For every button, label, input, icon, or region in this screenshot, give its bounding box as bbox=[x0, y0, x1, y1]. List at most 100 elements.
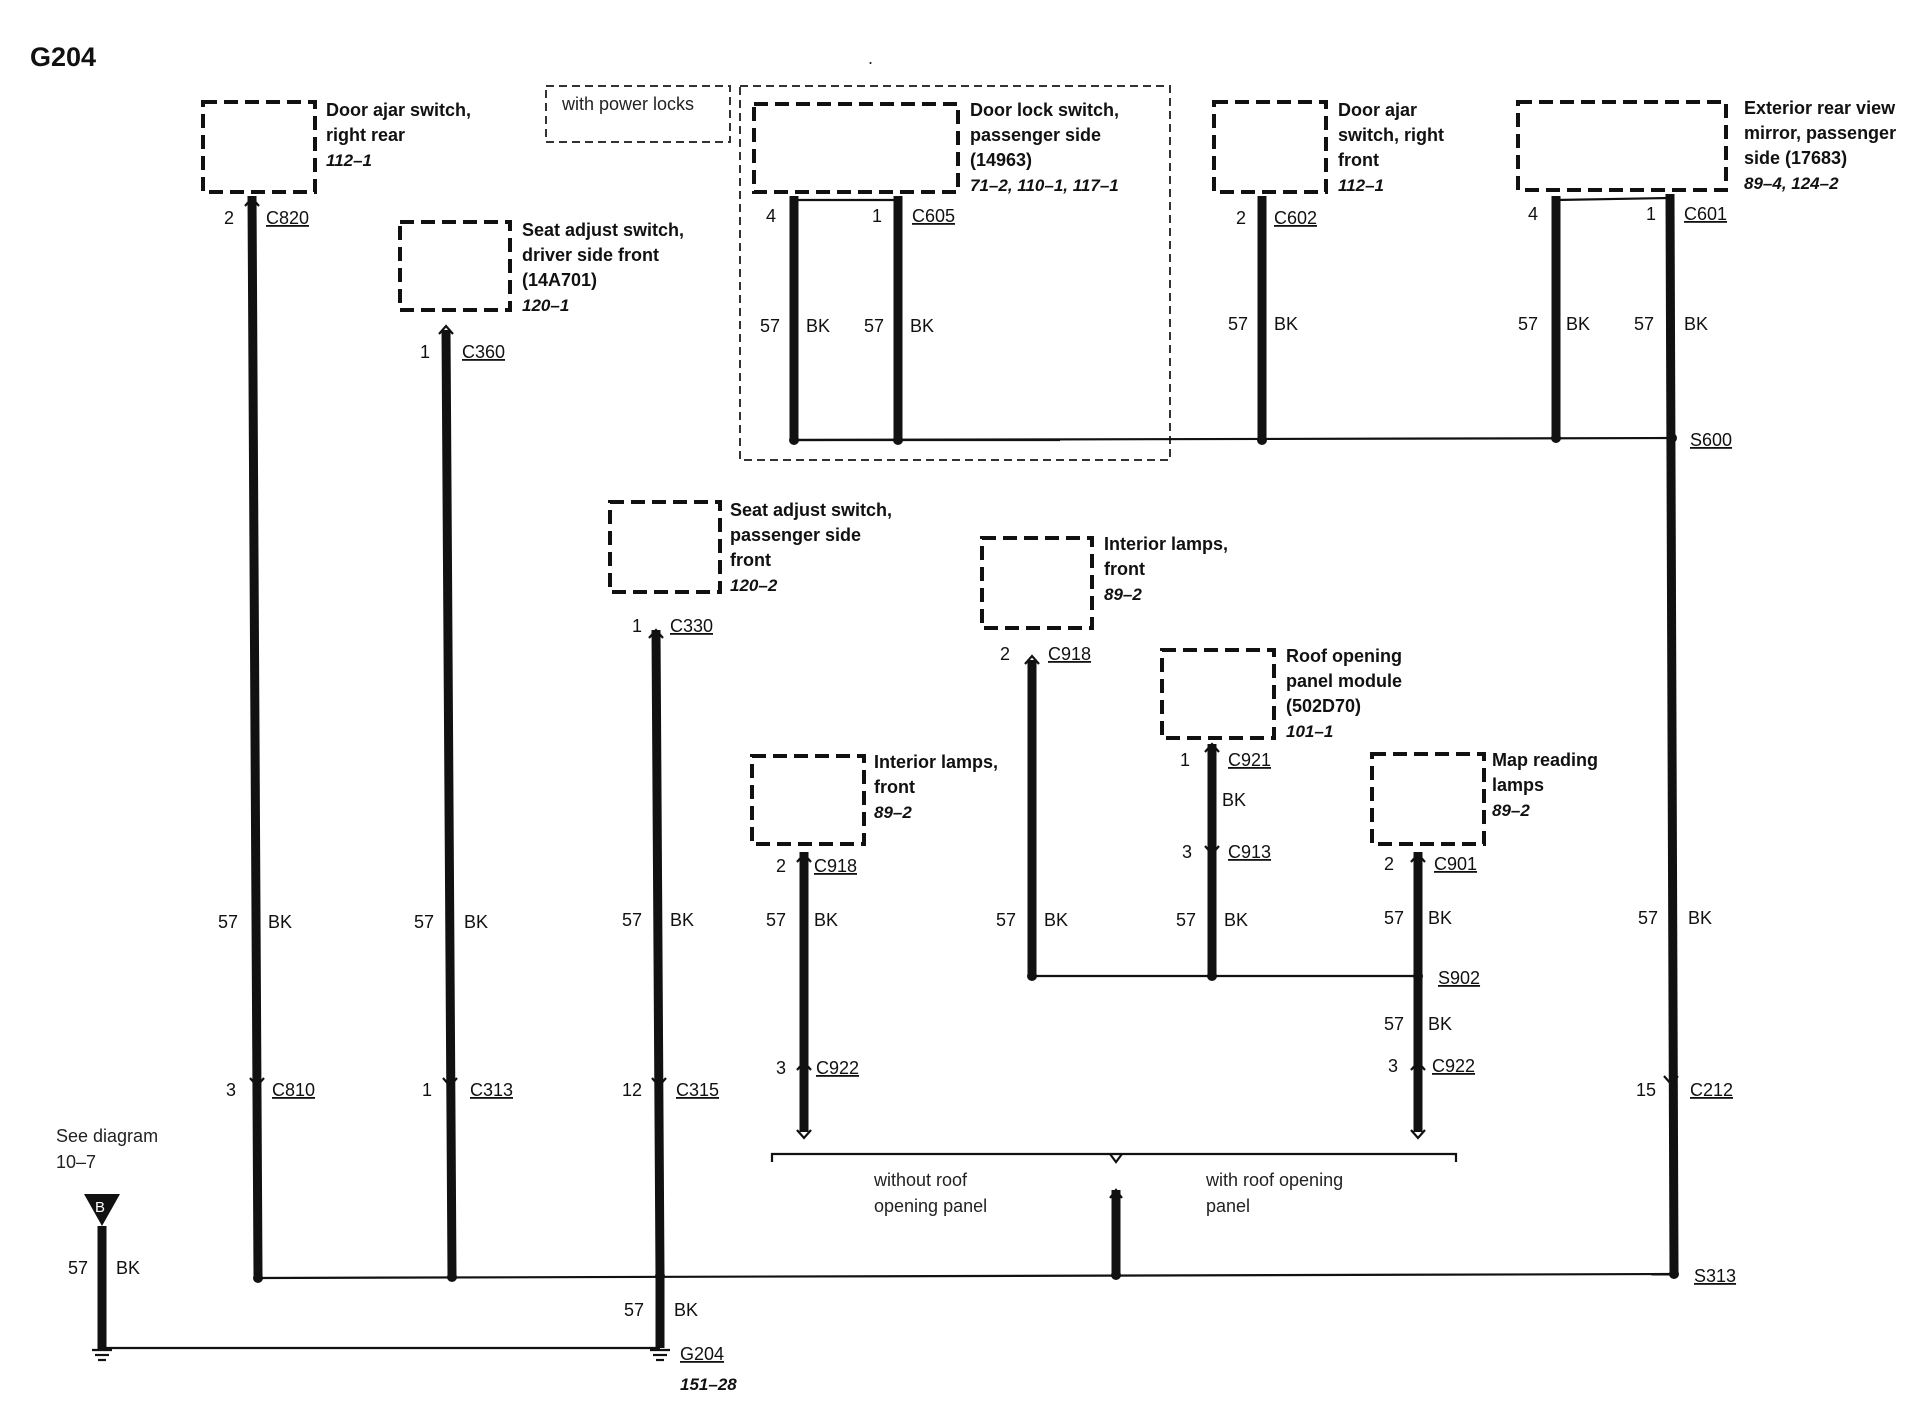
power-locks-region bbox=[739, 85, 1171, 461]
wire-label-circuit: 57 bbox=[414, 912, 434, 932]
mirror-ref: 89–4, 124–2 bbox=[1744, 174, 1839, 193]
exterior-mirror-passenger-box bbox=[1516, 100, 1728, 192]
wire-label-color: BK bbox=[1428, 1014, 1452, 1034]
seat-adj-driver-label-1: Seat adjust switch, bbox=[522, 220, 684, 240]
wire-label-circuit: 57 bbox=[864, 316, 884, 336]
variant-bracket-notch bbox=[1109, 1153, 1123, 1164]
ground-g204-label: G204 bbox=[680, 1344, 724, 1364]
connector-c918-lower: C918 bbox=[814, 856, 857, 876]
wire-door-ajar-rr bbox=[247, 195, 263, 1277]
pin-c901: 2 bbox=[1384, 854, 1394, 874]
option-label: with power locks bbox=[561, 94, 694, 114]
offpage-b-letter: B bbox=[95, 1199, 105, 1216]
variant-bracket bbox=[770, 1152, 1458, 1162]
pin-c918-lower: 2 bbox=[776, 856, 786, 876]
wire-label-circuit: 57 bbox=[1634, 314, 1654, 334]
connector-c921: C921 bbox=[1228, 750, 1271, 770]
door-lock-label-1: Door lock switch, bbox=[970, 100, 1119, 120]
offpage-b-badge bbox=[84, 1194, 120, 1226]
wire-label-circuit: 57 bbox=[624, 1300, 644, 1320]
int-lamps-lower-ref: 89–2 bbox=[874, 803, 912, 822]
wire-label-circuit: 57 bbox=[218, 912, 238, 932]
mirror-label-1: Exterior rear view bbox=[1744, 98, 1896, 118]
door-ajar-rr-label-2: right rear bbox=[326, 125, 405, 145]
wire-label-circuit: 57 bbox=[1384, 908, 1404, 928]
seat-adj-driver-ref: 120–1 bbox=[522, 296, 569, 315]
wire-seat-adj-driver bbox=[441, 329, 457, 1277]
pin-c918-upper: 2 bbox=[1000, 644, 1010, 664]
int-lamps-lower-label-1: Interior lamps, bbox=[874, 752, 998, 772]
pin-c313: 1 bbox=[422, 1080, 432, 1100]
roof-module-label-3: (502D70) bbox=[1286, 696, 1361, 716]
splice-s902: S902 bbox=[1438, 968, 1480, 988]
pin-c922-left: 3 bbox=[776, 1058, 786, 1078]
pin-c212: 15 bbox=[1636, 1080, 1656, 1100]
wire-label-circuit: 57 bbox=[68, 1258, 88, 1278]
wire-mirror-pin1 bbox=[1665, 193, 1679, 1273]
wire-label-color: BK bbox=[674, 1300, 698, 1320]
pin-c605-b: 1 bbox=[872, 206, 882, 226]
connector-c602: C602 bbox=[1274, 208, 1317, 228]
wire-label-color: BK bbox=[464, 912, 488, 932]
wire-label-circuit: 57 bbox=[996, 910, 1016, 930]
connector-c922-right: C922 bbox=[1432, 1056, 1475, 1076]
mirror-label-2: mirror, passenger bbox=[1744, 123, 1896, 143]
wire-label-circuit: 57 bbox=[760, 316, 780, 336]
door-ajar-rf-label-3: front bbox=[1338, 150, 1379, 170]
option-box bbox=[545, 85, 731, 143]
wire-label-circuit: 57 bbox=[1228, 314, 1248, 334]
wire-label-color: BK bbox=[1566, 314, 1590, 334]
roof-opening-panel-module-box bbox=[1160, 648, 1276, 740]
map-reading-lamps-box bbox=[1370, 752, 1486, 846]
connector-c605: C605 bbox=[912, 206, 955, 226]
connector-c360: C360 bbox=[462, 342, 505, 362]
wire-label-circuit: 57 bbox=[622, 910, 642, 930]
connector-c313: C313 bbox=[470, 1080, 513, 1100]
interior-lamps-front-upper-box bbox=[980, 536, 1094, 630]
door-ajar-rf-ref: 112–1 bbox=[1338, 176, 1384, 195]
wire-label-color: BK bbox=[1224, 910, 1248, 930]
connector-c212: C212 bbox=[1690, 1080, 1733, 1100]
pin-c921: 1 bbox=[1180, 750, 1190, 770]
pin-c315: 12 bbox=[622, 1080, 642, 1100]
wire-label-color: BK bbox=[806, 316, 830, 336]
wire-label-color: BK bbox=[268, 912, 292, 932]
connector-c605-bridge bbox=[794, 198, 898, 204]
wire-label-color: BK bbox=[1428, 908, 1452, 928]
door-ajar-rf-label-1: Door ajar bbox=[1338, 100, 1417, 120]
bus-s313 bbox=[257, 1272, 1675, 1280]
wire-label-circuit: 57 bbox=[766, 910, 786, 930]
roof-module-label-1: Roof opening bbox=[1286, 646, 1402, 666]
see-diagram-line2: 10–7 bbox=[56, 1152, 96, 1172]
pin-c602: 2 bbox=[1236, 208, 1246, 228]
connector-c918-upper: C918 bbox=[1048, 644, 1091, 664]
splice-s600: S600 bbox=[1690, 430, 1732, 450]
wire-seat-adj-pass bbox=[651, 629, 665, 1277]
connector-c820: C820 bbox=[266, 208, 309, 228]
wire-label-color: BK bbox=[814, 910, 838, 930]
connector-c601-bridge bbox=[1555, 196, 1671, 202]
pin-c605-a: 4 bbox=[766, 206, 776, 226]
seat-adjust-driver-box bbox=[398, 220, 512, 312]
ground-symbol-left bbox=[92, 1348, 112, 1362]
ground-symbol-g204 bbox=[650, 1348, 670, 1362]
pin-c922-right: 3 bbox=[1388, 1056, 1398, 1076]
door-ajar-rr-label-1: Door ajar switch, bbox=[326, 100, 471, 120]
connector-c330: C330 bbox=[670, 616, 713, 636]
wire-label-color: BK bbox=[1684, 314, 1708, 334]
int-lamps-lower-label-2: front bbox=[874, 777, 915, 797]
pin-c601-b: 1 bbox=[1646, 204, 1656, 224]
int-lamps-upper-label-2: front bbox=[1104, 559, 1145, 579]
seat-adj-pass-ref: 120–2 bbox=[730, 576, 778, 595]
map-lamps-label-1: Map reading bbox=[1492, 750, 1598, 770]
wire-label-color: BK bbox=[1274, 314, 1298, 334]
variant-left-line1: without roof bbox=[873, 1170, 968, 1190]
wire-label-circuit: 57 bbox=[1384, 1014, 1404, 1034]
stray-mark: . bbox=[868, 48, 873, 68]
connector-c315: C315 bbox=[676, 1080, 719, 1100]
ground-g204-ref: 151–28 bbox=[680, 1375, 737, 1394]
mirror-label-3: side (17683) bbox=[1744, 148, 1847, 168]
wire-label-circuit: 57 bbox=[1518, 314, 1538, 334]
connector-c922-left: C922 bbox=[816, 1058, 859, 1078]
